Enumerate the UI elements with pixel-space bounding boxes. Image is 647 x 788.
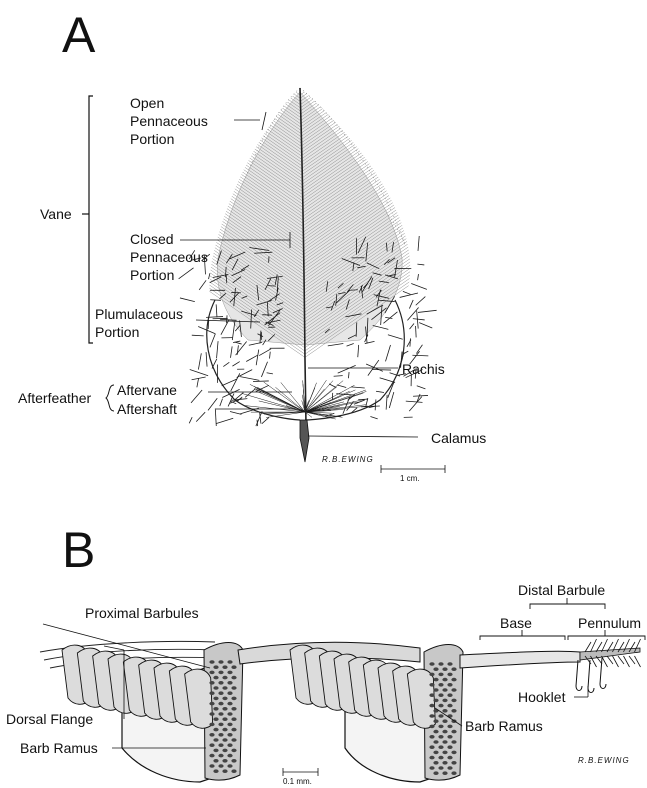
label-pennulum: Pennulum	[578, 615, 647, 632]
label-distal-barbule: Distal Barbule	[518, 582, 605, 599]
label-open-3: Portion	[130, 131, 174, 148]
label-calamus: Calamus	[431, 430, 486, 447]
label-vane: Vane	[40, 206, 72, 223]
scale-bar-b	[283, 768, 318, 776]
panel-label-b: B	[62, 525, 95, 575]
artist-signature-a: R.B.EWING	[322, 455, 374, 464]
label-hooklet: Hooklet	[518, 689, 565, 706]
label-proximal-barbules: Proximal Barbules	[85, 605, 199, 622]
scale-label-a: 1 cm.	[400, 474, 420, 483]
hooklets	[576, 658, 606, 693]
artist-signature-b: R.B.EWING	[578, 756, 630, 765]
barb-diagram	[40, 639, 641, 782]
label-closed-3: Portion	[130, 267, 174, 284]
label-closed-2: Pennaceous	[130, 249, 208, 266]
label-base: Base	[500, 615, 532, 632]
vane-bracket	[82, 96, 93, 343]
label-aftervane: Aftervane	[117, 382, 177, 399]
label-plumulaceous-2: Portion	[95, 324, 139, 341]
panel-label-a: A	[62, 10, 95, 60]
label-barb-ramus-right: Barb Ramus	[465, 718, 543, 735]
label-aftershaft: Aftershaft	[117, 401, 177, 418]
scale-bar-a	[381, 465, 445, 473]
label-dorsal-flange: Dorsal Flange	[6, 711, 93, 728]
label-rachis: Rachis	[402, 361, 445, 378]
scale-label-b: 0.1 mm.	[283, 777, 312, 786]
label-barb-ramus-left: Barb Ramus	[20, 740, 98, 757]
label-open-1: Open	[130, 95, 164, 112]
afterfeather-brace	[106, 385, 114, 411]
feather-vane	[170, 5, 437, 462]
label-afterfeather: Afterfeather	[18, 390, 91, 407]
label-closed-1: Closed	[130, 231, 174, 248]
label-open-2: Pennaceous	[130, 113, 208, 130]
label-plumulaceous-1: Plumulaceous	[95, 306, 183, 323]
